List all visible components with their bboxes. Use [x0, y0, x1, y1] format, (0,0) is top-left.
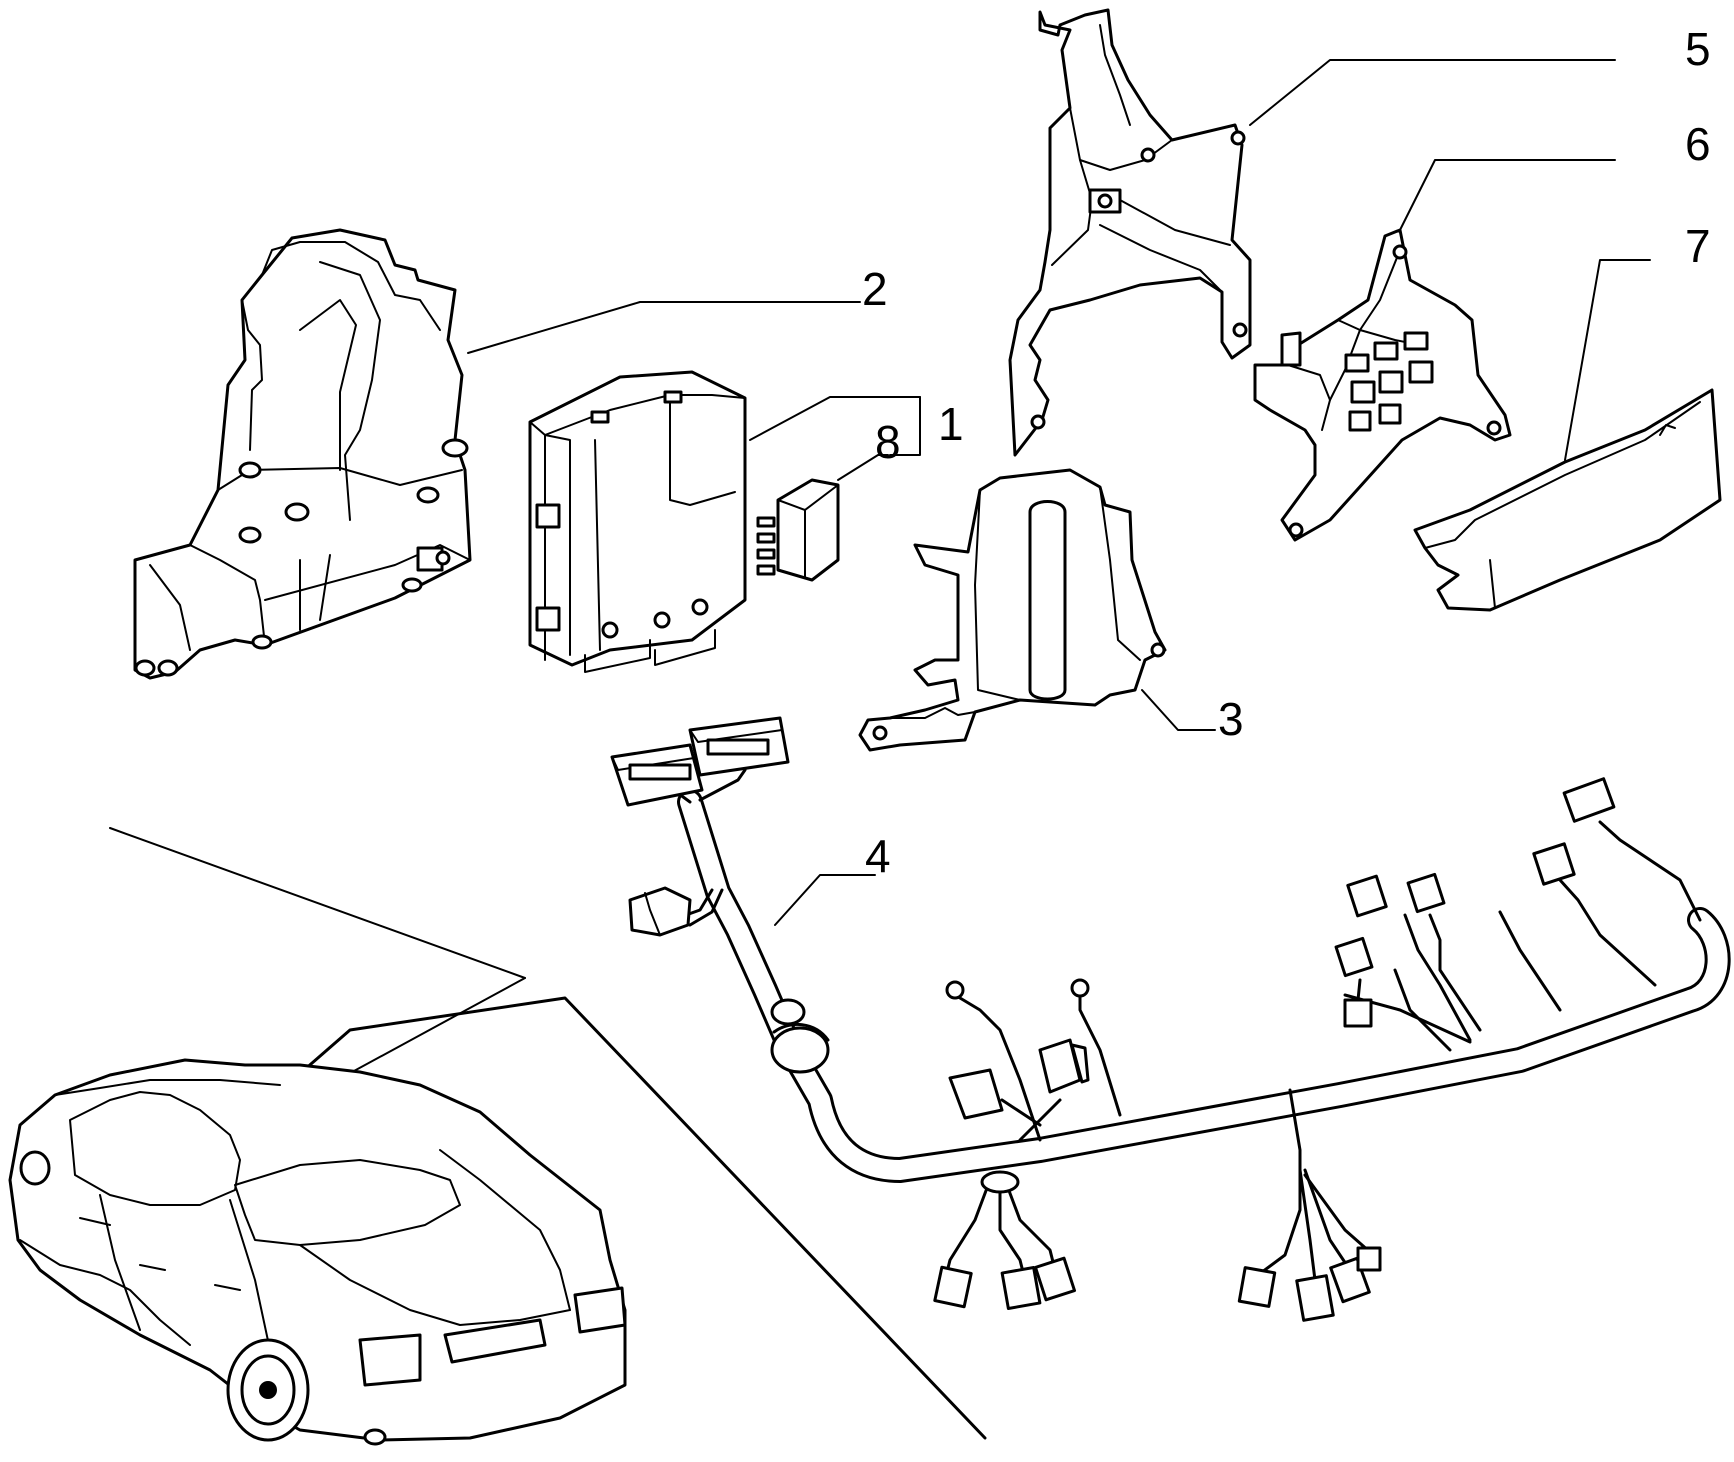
part-6-cross-bracket	[1253, 228, 1512, 542]
part-3-mounting-plate	[858, 468, 1167, 752]
part-8-module	[756, 478, 840, 582]
leader-lines	[467, 59, 1651, 926]
callout-5: 5	[1685, 23, 1711, 75]
callout-2: 2	[862, 263, 888, 315]
vehicle-location-view	[8, 827, 987, 1446]
callout-7: 7	[1685, 220, 1711, 272]
part-1-control-unit	[528, 370, 747, 673]
part-2-housing-bracket	[133, 228, 472, 680]
callout-4: 4	[865, 830, 891, 882]
callout-6: 6	[1685, 118, 1711, 170]
part-7-cover	[1413, 388, 1722, 612]
part-4-wiring-harness	[610, 716, 1731, 1322]
callout-8: 8	[875, 416, 901, 468]
part-5-bracket	[1008, 8, 1252, 457]
callout-1: 1	[938, 398, 964, 450]
callout-3: 3	[1218, 693, 1244, 745]
